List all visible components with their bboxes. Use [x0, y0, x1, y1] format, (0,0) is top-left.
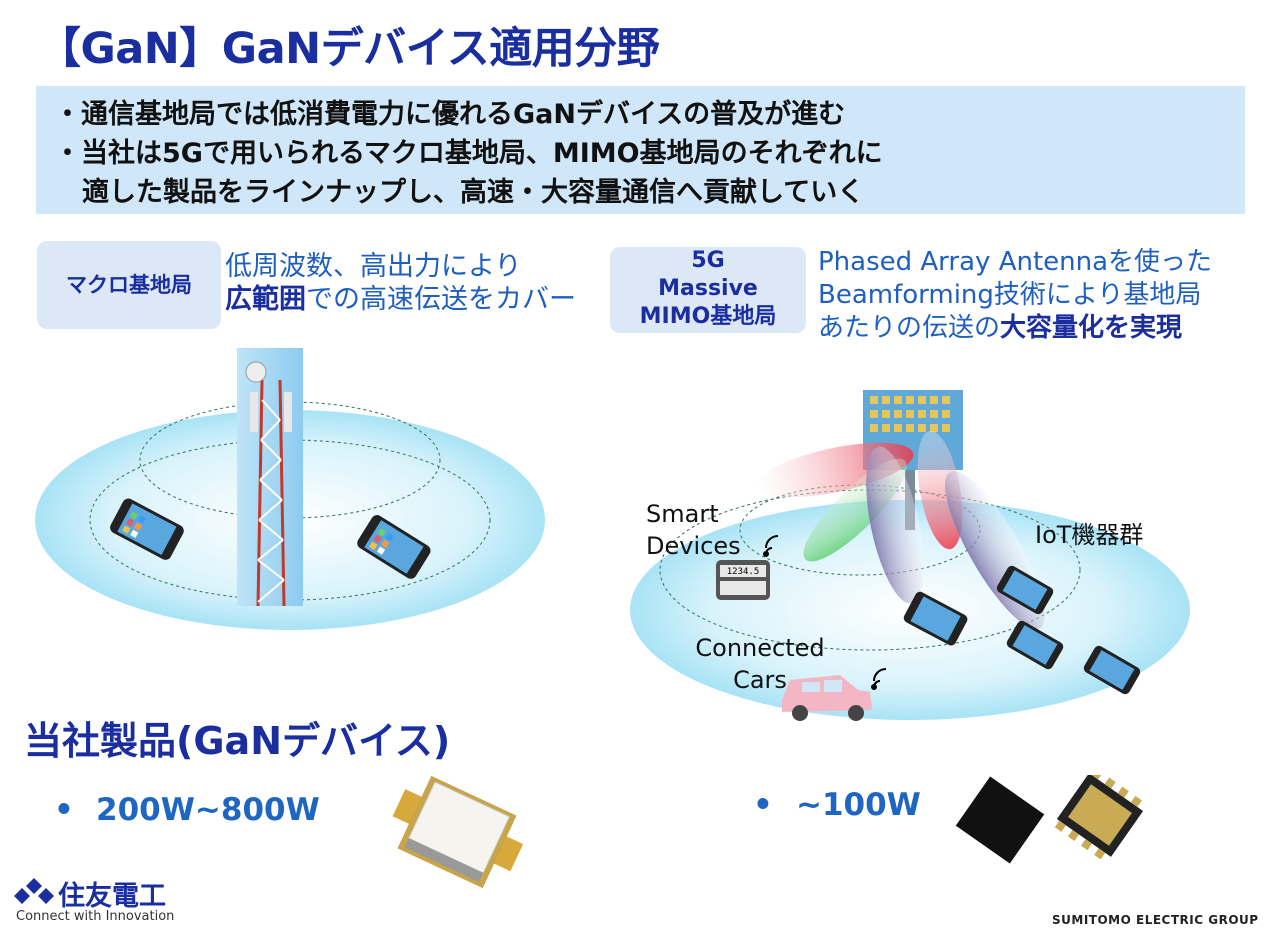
spec-bullet-left: •: [54, 792, 74, 828]
beam-red-2: [917, 430, 963, 550]
products-title: 当社製品(GaNデバイス): [24, 719, 451, 763]
cell-tower: [237, 348, 303, 607]
summary-bullet-1: ・通信基地局では低消費電力に優れるGaNデバイスの普及が進む: [54, 99, 846, 130]
wireless-signal-icon: [871, 668, 887, 690]
mimo-beamforming-illustration: 1234.5: [630, 390, 1190, 721]
mimo-desc-line-3: あたりの伝送の大容量化を実現: [818, 312, 1212, 345]
macro-base-station-tag: マクロ基地局: [37, 241, 221, 329]
smart-meter-icon: 1234.5: [716, 560, 770, 600]
mimo-ring-outer: [659, 489, 1081, 651]
label-smart-devices: Smart Devices: [646, 498, 741, 562]
smartphone-icon: [110, 498, 184, 560]
mimo-tag-line-1: 5G: [691, 248, 725, 273]
massive-mimo-tag: 5G Massive MIMO基地局: [610, 247, 806, 333]
smartphone-icon: [903, 591, 968, 646]
macro-description: 低周波数、高出力により 広範囲での高速伝送をカバー: [225, 250, 576, 316]
label-cars-line-1: Connected: [695, 634, 825, 662]
summary-bullet-2-line-1: ・当社は5Gで用いられるマクロ基地局、MIMO基地局のそれぞれに: [54, 138, 883, 169]
slide-title: 【GaN】GaNデバイス適用分野: [38, 24, 660, 74]
summary-box: ・通信基地局では低消費電力に優れるGaNデバイスの普及が進む ・当社は5Gで用い…: [36, 86, 1245, 214]
smartphone-icon: [1083, 645, 1141, 695]
beam-purple-1: [866, 446, 924, 604]
smartphone-icon: [1006, 620, 1064, 670]
wireless-signal-icon: [763, 535, 779, 557]
label-smart-line-2: Devices: [646, 532, 741, 560]
spec-bullet-right: •: [753, 787, 773, 823]
car-icon: [782, 675, 872, 721]
sumitomo-logo-icon: [14, 878, 54, 904]
gan-package-image-large: [392, 775, 524, 889]
mimo-desc-line-2: Beamforming技術により基地局: [818, 280, 1202, 310]
label-connected-cars: Connected Cars: [690, 632, 830, 696]
mimo-tag-line-2: Massive: [658, 276, 758, 301]
label-iot-devices: IoT機器群: [1035, 521, 1144, 549]
macro-desc-rest: での高速伝送をカバー: [306, 284, 576, 315]
mimo-desc-line-1: Phased Array Antennaを使った: [818, 247, 1213, 277]
macro-desc-line-2: 広範囲での高速伝送をカバー: [225, 283, 576, 316]
macro-desc-emphasis: 広範囲: [225, 284, 306, 315]
summary-bullet-2-line-2: 適した製品をラインナップし、高速・大容量通信へ貢献していく: [82, 177, 865, 208]
label-smart-line-1: Smart: [646, 500, 719, 528]
company-logo-text: 住友電工: [58, 881, 166, 912]
label-cars-line-2: Cars: [733, 666, 787, 694]
mimo-description: Phased Array Antennaを使った Beamforming技術によ…: [818, 246, 1212, 345]
gan-package-images-small: [955, 775, 1144, 864]
smartphone-icon: [357, 515, 431, 579]
company-tagline: Connect with Innovation: [16, 909, 175, 924]
mimo-desc-pre: あたりの伝送の: [818, 313, 1001, 343]
group-name: SUMITOMO ELECTRIC GROUP: [1052, 913, 1259, 927]
mimo-desc-emphasis: 大容量化を実現: [1000, 313, 1183, 343]
macro-coverage-illustration: [35, 348, 545, 630]
coverage-ring-inner: [139, 401, 441, 519]
spec-macro: 200W~800W: [96, 792, 320, 828]
mimo-tag-line-3: MIMO基地局: [639, 304, 777, 329]
smartphone-icon: [996, 565, 1054, 615]
macro-desc-line-1: 低周波数、高出力により: [225, 251, 522, 282]
spec-mimo: ~100W: [796, 787, 921, 823]
meter-reading: 1234.5: [727, 567, 760, 577]
